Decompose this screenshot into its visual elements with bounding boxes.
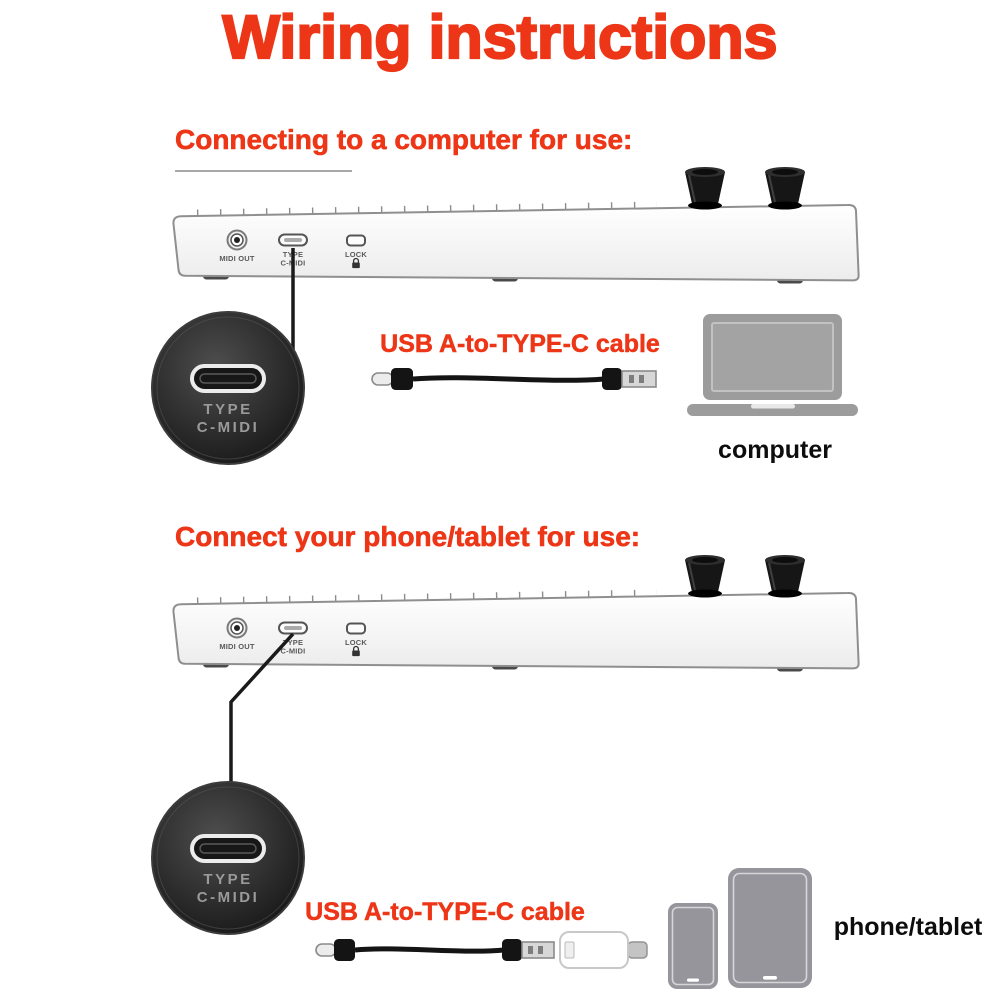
usb-a-plug-icon [502,939,555,961]
lock-icon [352,257,360,269]
device-body [172,591,860,670]
cable-label: USB A-to-TYPE-C cable [380,330,660,359]
keys-edge-ticks [196,201,658,219]
connector-line [291,248,295,353]
type-c-callout: TYPE C-MIDI [151,781,305,935]
keys-edge-ticks [196,589,658,607]
knob-icon [685,555,725,598]
lock-slot [346,234,366,247]
callout-label-line1: TYPE [203,871,252,888]
midi-out-jack [226,229,248,251]
cable-cord [412,375,605,383]
computer-label: computer [718,436,832,464]
type-c-port [278,233,308,247]
callout-label-line2: C-MIDI [197,889,260,906]
usb-cable-illustration [371,368,657,390]
section1-heading: Connecting to a computer for use: [175,124,633,156]
type-c-callout: TYPE C-MIDI [151,311,305,465]
phone-tablet-label: phone/tablet [833,913,983,941]
type-c-label-line1: TYPE [283,638,303,647]
otg-adapter-icon [559,931,648,969]
usb-c-plug-icon [371,368,413,390]
callout-label-line2: C-MIDI [197,419,260,436]
lock-label: LOCK [345,250,367,259]
cable-label: USB A-to-TYPE-C cable [305,898,585,927]
knob-icon [765,555,805,598]
laptop-icon [687,314,858,416]
device-body [172,203,860,282]
knob-icon [685,167,725,210]
type-c-port [278,621,308,635]
lock-icon [352,645,360,657]
usb-c-port-icon [190,364,266,393]
cable-cord [354,946,505,954]
tablet-icon [728,868,812,988]
heading-underline [175,170,352,172]
usb-a-plug-icon [602,368,657,390]
midi-out-label: MIDI OUT [219,642,255,651]
usb-cable-illustration [315,931,648,969]
callout-label-line1: TYPE [203,401,252,418]
lock-label: LOCK [345,638,367,647]
knob-icon [765,167,805,210]
midi-out-jack [226,617,248,639]
lock-slot [346,622,366,635]
phone-icon [668,903,718,989]
section2-heading: Connect your phone/tablet for use: [175,521,641,553]
midi-controller-device: MIDI OUT TYPE C-MIDI LOCK [172,167,860,284]
page-title: Wiring instructions [221,2,778,72]
type-c-label-line2: C-MIDI [281,647,306,656]
midi-out-label: MIDI OUT [219,254,255,263]
usb-c-port-icon [190,834,266,863]
midi-controller-device: MIDI OUT TYPE C-MIDI LOCK [172,555,860,672]
connector-line [229,632,295,788]
usb-c-plug-icon [315,939,355,961]
